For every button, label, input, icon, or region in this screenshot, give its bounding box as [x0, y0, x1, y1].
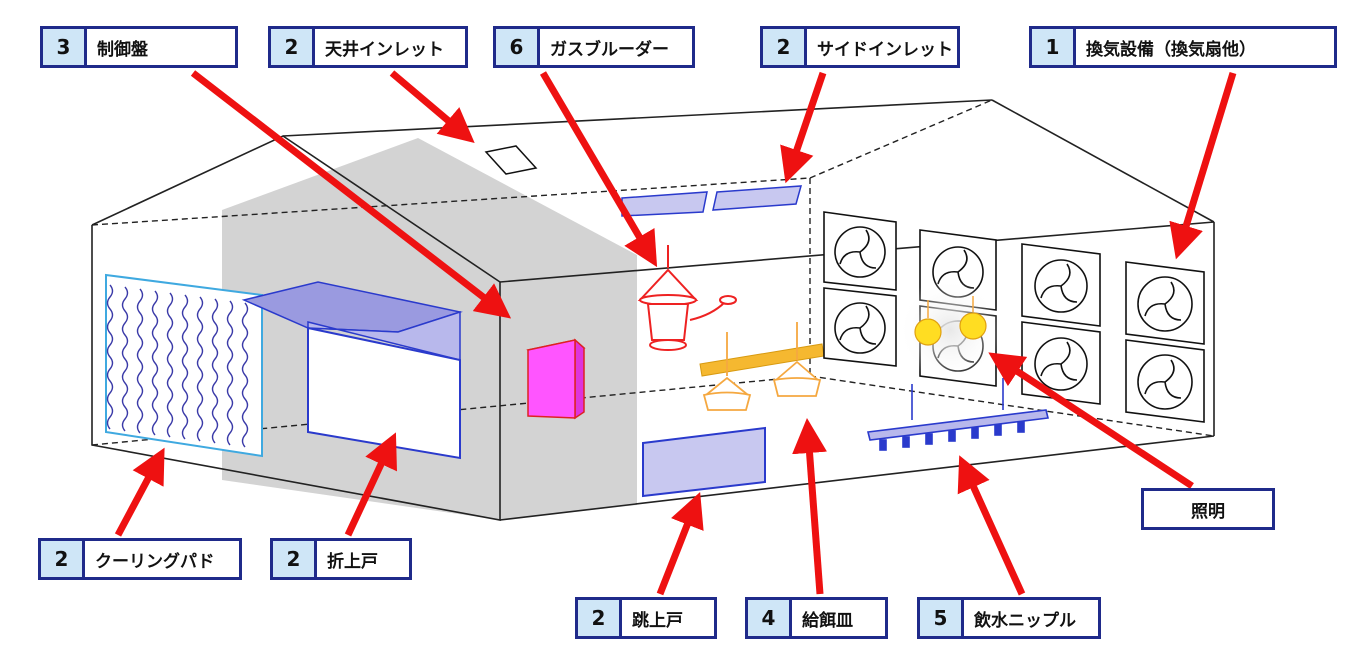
label-text: 照明 [1191, 501, 1225, 522]
label-number: 2 [578, 600, 622, 636]
water-nipple-shape [867, 378, 1049, 451]
fan-2 [823, 287, 897, 367]
label-ceiling-inlet: 2 天井インレット [268, 26, 468, 68]
label-text: 換気設備（換気扇他） [1086, 39, 1256, 60]
label-gas-brooder: 6 ガスブルーダー [493, 26, 695, 68]
label-text: サイドインレット [817, 39, 953, 60]
flip-up-door-shape [642, 426, 766, 498]
arrow-fold-up-door [344, 432, 397, 537]
label-text: クーリングパド [95, 551, 215, 572]
label-cooling-pad: 2 クーリングパド [38, 538, 242, 580]
control-panel-shape [526, 338, 586, 420]
lighting-shape [898, 278, 1002, 382]
fold-up-door-shape [241, 281, 463, 460]
gas-brooder-shape [637, 245, 737, 351]
label-text: 給餌皿 [802, 610, 853, 631]
fan-5 [1021, 243, 1101, 327]
label-side-inlet: 2 サイドインレット [760, 26, 960, 68]
label-number: 6 [496, 29, 540, 65]
label-flip-up-door: 2 跳上戸 [575, 597, 717, 639]
label-text: 制御盤 [97, 39, 148, 60]
label-text: 飲水ニップル [974, 610, 1076, 631]
ventilation-fans [823, 211, 1205, 423]
ceiling-inlet-shape [484, 145, 538, 175]
arrow-control-panel [190, 70, 512, 319]
arrow-ventilation [1169, 71, 1237, 260]
label-number: 2 [41, 541, 85, 577]
label-number: 2 [763, 29, 807, 65]
label-number: 3 [43, 29, 87, 65]
fan-1 [823, 211, 897, 291]
fan-7 [1125, 261, 1205, 345]
label-control-panel: 3 制御盤 [40, 26, 238, 68]
arrow-cooling-pad [114, 447, 165, 537]
label-number: 1 [1032, 29, 1076, 65]
label-text: 天井インレット [325, 39, 444, 60]
arrow-side-inlet [780, 71, 827, 184]
label-number: 5 [920, 600, 964, 636]
arrow-lighting [988, 352, 1194, 489]
label-number: 2 [271, 29, 315, 65]
arrow-water-nipple [957, 455, 1026, 596]
label-text: 折上戸 [327, 551, 378, 572]
label-ventilation: 1 換気設備（換気扇他） [1029, 26, 1337, 68]
pointer-arrows [114, 70, 1237, 596]
arrow-gas-brooder [539, 71, 658, 268]
arrow-feeder-pan [792, 418, 828, 595]
label-lighting: 照明 [1141, 488, 1275, 530]
feeder-pans [702, 322, 822, 411]
label-text: ガスブルーダー [550, 39, 669, 60]
side-inlet-shape-2 [712, 185, 803, 211]
cooling-pad-shape [105, 273, 263, 458]
fan-6 [1021, 321, 1101, 405]
label-fold-up-door: 2 折上戸 [270, 538, 412, 580]
side-inlet-shape-1 [621, 191, 708, 217]
label-water-nipple: 5 飲水ニップル [917, 597, 1101, 639]
label-feeder-pan: 4 給餌皿 [745, 597, 888, 639]
label-number: 2 [273, 541, 317, 577]
label-text: 跳上戸 [632, 610, 683, 631]
arrow-ceiling-inlet [389, 70, 475, 144]
label-number: 4 [748, 600, 792, 636]
fan-8 [1125, 339, 1205, 423]
arrow-flip-up-door [656, 491, 704, 596]
